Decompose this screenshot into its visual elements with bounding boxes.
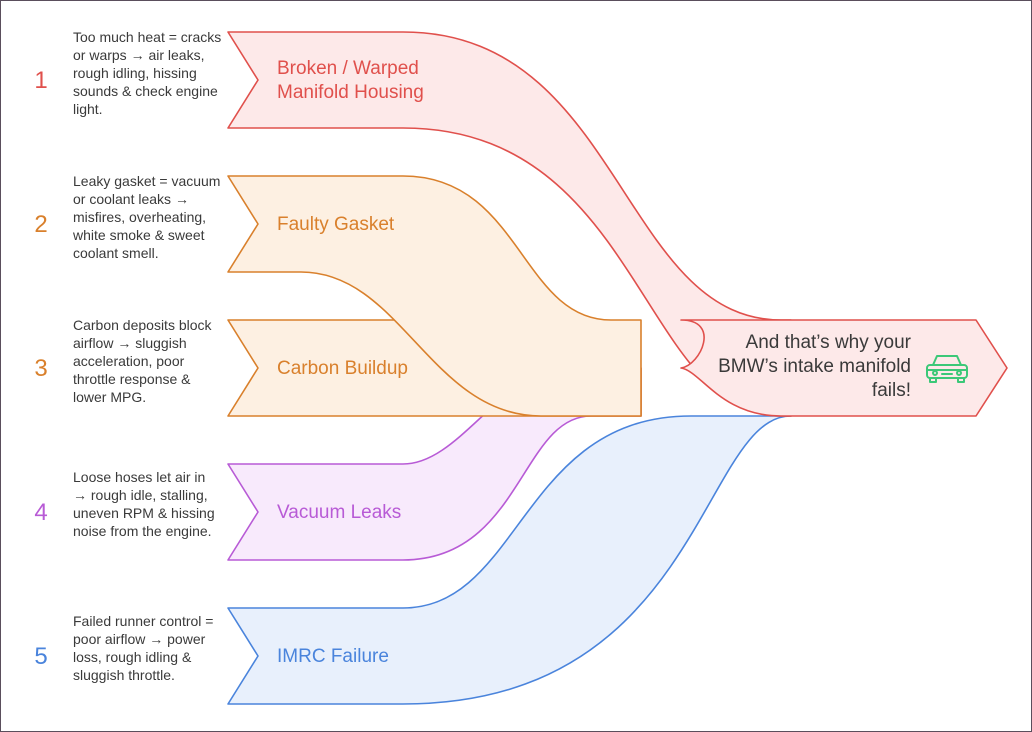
cause-number-3: 3: [34, 355, 48, 382]
cause-number-2: 2: [34, 211, 48, 238]
cause-description-4: Loose hoses let air in → rough idle, sta…: [73, 469, 215, 539]
cause-description-1: Too much heat = cracks or warps → air le…: [73, 29, 222, 117]
flow-imrc-failure: [227, 415, 792, 705]
cause-description-5: Failed runner control = poor airflow → p…: [73, 613, 214, 683]
cause-description-3: Carbon deposits block airflow → sluggish…: [73, 317, 212, 405]
cause-label-1-line1: Broken / Warped: [277, 58, 419, 79]
cause-label-1-line2: Manifold Housing: [277, 82, 424, 103]
cause-label-5: IMRC Failure: [277, 646, 389, 667]
cause-label-4: Vacuum Leaks: [277, 502, 402, 523]
cause-label-2: Faulty Gasket: [277, 214, 395, 235]
cause-label-3: Carbon Buildup: [277, 358, 408, 379]
car-icon: [926, 355, 968, 383]
flow-faulty-gasket: [227, 175, 642, 417]
outcome-arrow: [680, 319, 1008, 417]
outcome-text: And that’s why your BMW’s intake manifol…: [718, 332, 911, 401]
cause-description-2: Leaky gasket = vacuum or coolant leaks →…: [73, 173, 221, 261]
cause-number-1: 1: [34, 67, 48, 94]
cause-number-4: 4: [34, 499, 48, 526]
cause-label-1: Broken / Warped Manifold Housing: [277, 57, 424, 105]
cause-number-5: 5: [34, 643, 48, 670]
